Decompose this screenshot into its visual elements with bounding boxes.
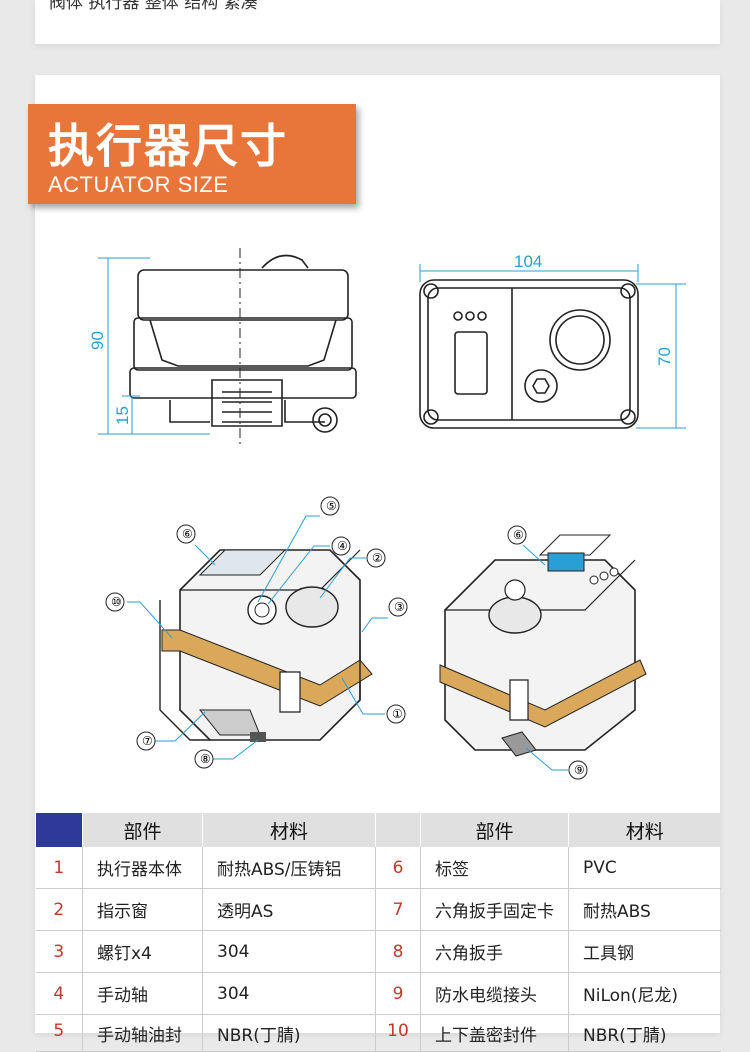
table-header-num2 bbox=[375, 813, 421, 847]
previous-section-text: 阀体 执行器 整体 结构 紧凑 bbox=[49, 0, 258, 13]
technical-drawing: 90 15 104 70 bbox=[88, 248, 686, 780]
row-material-2: NBR(丁腈) bbox=[568, 1014, 721, 1052]
callout-9: ⑨ bbox=[574, 763, 585, 777]
table-header-part: 部件 bbox=[82, 813, 203, 847]
table-row: 1 执行器本体 耐热ABS/压铸铝 6 标签 PVC bbox=[35, 847, 721, 889]
callout-10: ⑩ bbox=[111, 595, 122, 609]
table-header-row: 部件 材料 部件 材料 bbox=[35, 813, 721, 847]
row-material: 304 bbox=[202, 930, 376, 973]
row-part-2: 上下盖密封件 bbox=[420, 1014, 569, 1052]
previous-section-card: 阀体 执行器 整体 结构 紧凑 bbox=[35, 0, 720, 44]
table-row: 3 螺钉x4 304 8 六角扳手 工具钢 bbox=[35, 930, 721, 973]
row-number-2: 6 bbox=[375, 847, 421, 889]
row-material: 透明AS bbox=[202, 888, 376, 931]
callout-leaders bbox=[127, 515, 568, 771]
row-part: 螺钉x4 bbox=[82, 930, 203, 973]
isometric-front-drawing bbox=[159, 549, 373, 742]
row-part-2: 标签 bbox=[420, 847, 569, 889]
table-header-corner bbox=[35, 813, 83, 847]
dimension-height-total: 90 bbox=[88, 331, 107, 350]
row-material-2: NiLon(尼龙) bbox=[568, 972, 721, 1015]
callout-6-right: ⑥ bbox=[513, 528, 524, 542]
row-part-2: 防水电缆接头 bbox=[420, 972, 569, 1015]
row-number: 1 bbox=[35, 847, 83, 889]
callout-3: ③ bbox=[394, 600, 405, 614]
section-banner: 执行器尺寸 ACTUATOR SIZE bbox=[28, 104, 356, 204]
dimension-height-lines bbox=[98, 257, 210, 435]
row-number-2: 8 bbox=[375, 930, 421, 973]
row-number-2: 7 bbox=[375, 888, 421, 931]
isometric-back-drawing bbox=[439, 534, 647, 757]
row-part: 手动轴油封 bbox=[82, 1014, 203, 1052]
row-material: NBR(丁腈) bbox=[202, 1014, 376, 1052]
row-part: 手动轴 bbox=[82, 972, 203, 1015]
table-header-material: 材料 bbox=[202, 813, 376, 847]
banner-title-en: ACTUATOR SIZE bbox=[48, 172, 229, 197]
row-part: 执行器本体 bbox=[82, 847, 203, 889]
callout-7: ⑦ bbox=[142, 734, 153, 748]
row-part-2: 六角扳手固定卡 bbox=[420, 888, 569, 931]
callout-numbers: ① ② ③ ④ ⑤ ⑥ ⑦ ⑧ ⑨ ⑩ ⑥ bbox=[105, 496, 588, 780]
callout-4: ④ bbox=[337, 539, 348, 553]
callout-6-left: ⑥ bbox=[182, 527, 193, 541]
row-material-2: PVC bbox=[568, 847, 721, 889]
table-row: 5 手动轴油封 NBR(丁腈) 10 上下盖密封件 NBR(丁腈) bbox=[35, 1014, 721, 1052]
dimension-height-base: 15 bbox=[113, 406, 132, 425]
row-part-2: 六角扳手 bbox=[420, 930, 569, 973]
row-number-2: 9 bbox=[375, 972, 421, 1015]
row-number: 4 bbox=[35, 972, 83, 1015]
row-part: 指示窗 bbox=[82, 888, 203, 931]
callout-8: ⑧ bbox=[200, 752, 211, 766]
table-row: 4 手动轴 304 9 防水电缆接头 NiLon(尼龙) bbox=[35, 972, 721, 1015]
row-number: 2 bbox=[35, 888, 83, 931]
row-number: 3 bbox=[35, 930, 83, 973]
top-view-drawing bbox=[419, 279, 639, 429]
row-number-2: 10 bbox=[375, 1014, 421, 1052]
table-header-material-2: 材料 bbox=[568, 813, 721, 847]
dimension-width-lines bbox=[419, 264, 686, 429]
callout-1: ① bbox=[392, 707, 403, 721]
table-row: 2 指示窗 透明AS 7 六角扳手固定卡 耐热ABS bbox=[35, 888, 721, 931]
parts-materials-table: 部件 材料 部件 材料 1 执行器本体 耐热ABS/压铸铝 6 标签 PVC 2… bbox=[35, 813, 721, 1052]
row-material-2: 工具钢 bbox=[568, 930, 721, 973]
callout-5: ⑤ bbox=[326, 499, 337, 513]
row-material-2: 耐热ABS bbox=[568, 888, 721, 931]
row-material: 耐热ABS/压铸铝 bbox=[202, 847, 376, 889]
side-view-drawing bbox=[129, 254, 357, 433]
callout-2: ② bbox=[372, 551, 383, 565]
dimension-depth: 70 bbox=[655, 347, 674, 366]
banner-title-cn: 执行器尺寸 bbox=[48, 119, 288, 173]
row-material: 304 bbox=[202, 972, 376, 1015]
dimension-width: 104 bbox=[514, 252, 542, 271]
table-header-part-2: 部件 bbox=[420, 813, 569, 847]
row-number: 5 bbox=[35, 1014, 83, 1052]
